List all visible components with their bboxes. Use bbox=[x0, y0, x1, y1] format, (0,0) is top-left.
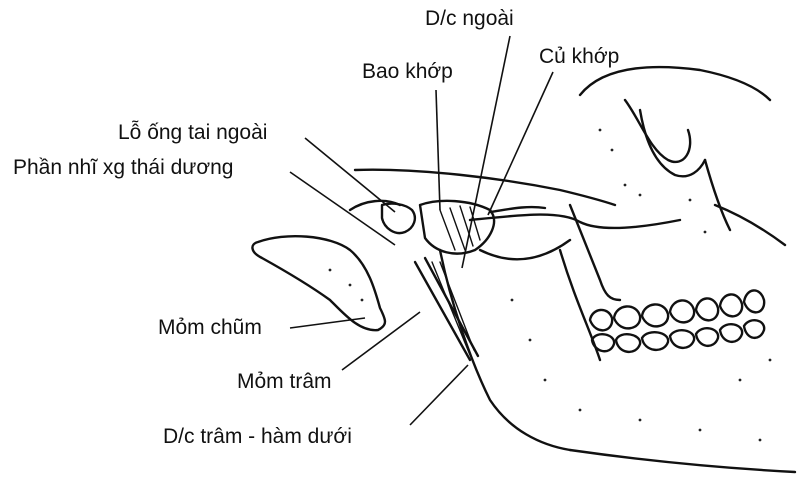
leader-lo-ong-tai bbox=[305, 138, 395, 212]
leader-lines bbox=[290, 36, 553, 425]
frontal-orbit bbox=[640, 110, 705, 176]
mandible-body bbox=[570, 450, 795, 472]
stipple-shading bbox=[329, 129, 772, 442]
label-phan-nhi: Phần nhĩ xg thái dương bbox=[13, 157, 233, 178]
leader-dc-tram bbox=[410, 365, 468, 425]
label-mom-tram: Mỏm trâm bbox=[237, 371, 332, 392]
orbit-rim bbox=[625, 100, 690, 162]
styloid-process bbox=[415, 258, 478, 360]
temporal-region bbox=[350, 201, 400, 210]
face-front bbox=[705, 160, 730, 230]
label-mom-chum: Mỏm chũm bbox=[158, 317, 262, 338]
mastoid-outline bbox=[252, 236, 385, 330]
maxilla bbox=[570, 205, 620, 300]
label-dc-ngoai: D/c ngoài bbox=[425, 8, 514, 29]
mandible-notch bbox=[480, 240, 570, 259]
label-bao-khop: Bao khớp bbox=[362, 61, 453, 82]
nasal-region bbox=[715, 205, 785, 245]
cranium-outline bbox=[580, 67, 770, 100]
articular-tubercle bbox=[490, 207, 545, 212]
label-dc-tram-ham-duoi: D/c trâm - hàm dưới bbox=[163, 426, 352, 447]
mandible-ramus bbox=[440, 250, 570, 450]
ear-canal bbox=[382, 204, 415, 233]
leader-dc-ngoai bbox=[462, 36, 510, 268]
label-cu-khop: Củ khớp bbox=[539, 46, 619, 67]
upper-teeth bbox=[590, 290, 764, 330]
zygomatic-arch bbox=[355, 170, 615, 205]
label-lo-ong-tai-ngoai: Lỗ ống tai ngoài bbox=[118, 122, 267, 143]
leader-phan-nhi bbox=[290, 172, 395, 245]
leader-bao-khop bbox=[436, 90, 440, 210]
